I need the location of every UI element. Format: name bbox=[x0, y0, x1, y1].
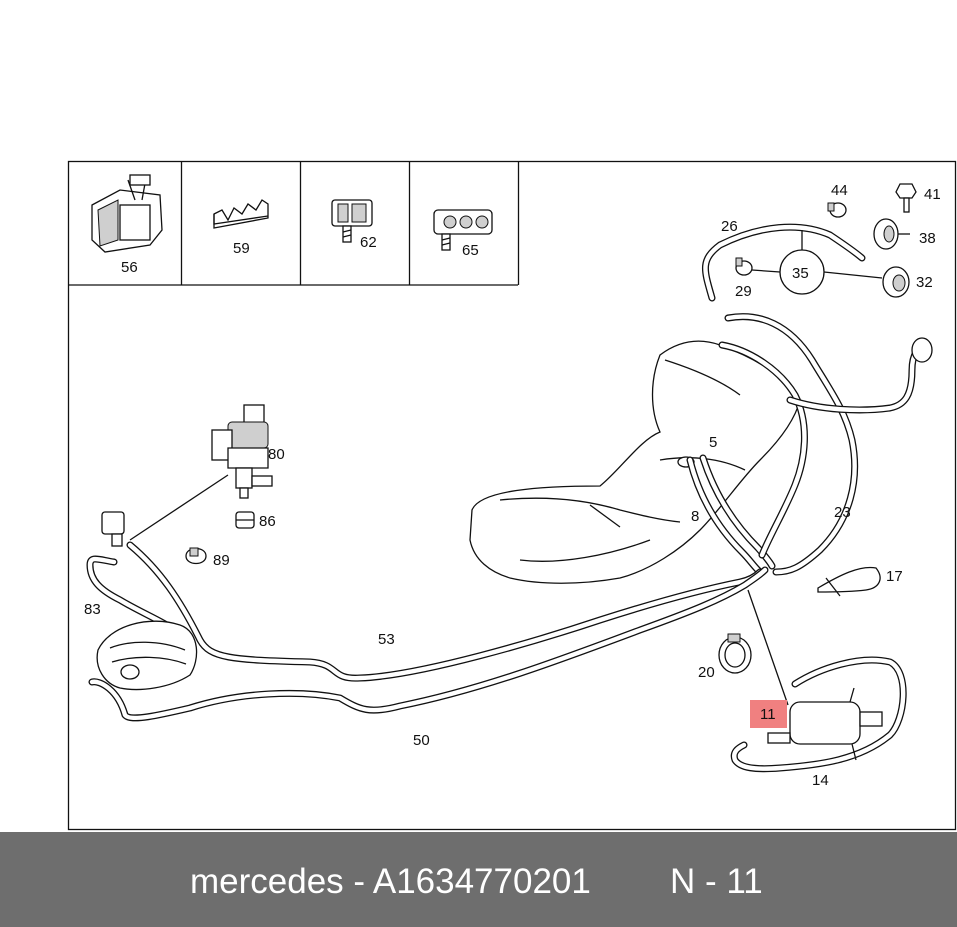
parts-diagram: 56 59 62 65 44 41 26 38 35 29 32 80 86 8… bbox=[67, 160, 957, 831]
fuel-lines-main bbox=[86, 541, 769, 722]
callout-89: 89 bbox=[213, 552, 230, 569]
footer-position: N - 11 bbox=[670, 862, 763, 901]
callout-65: 65 bbox=[462, 242, 479, 259]
callout-62: 62 bbox=[360, 234, 377, 251]
fuel-filter bbox=[730, 589, 907, 773]
callout-53: 53 bbox=[378, 631, 395, 648]
callout-50: 50 bbox=[413, 732, 430, 749]
part-80-valve-icon bbox=[129, 404, 273, 541]
callout-17: 17 bbox=[886, 568, 903, 585]
callout-29: 29 bbox=[735, 283, 752, 300]
callout-41: 41 bbox=[924, 186, 941, 203]
part-17-strap-icon bbox=[817, 566, 881, 597]
callout-23: 23 bbox=[834, 504, 851, 521]
part-65-clip-icon bbox=[433, 209, 493, 251]
part-89-clamp-icon bbox=[185, 547, 207, 565]
callout-86: 86 bbox=[259, 513, 276, 530]
intake-manifold bbox=[96, 620, 198, 691]
fuel-tank bbox=[469, 340, 801, 584]
callout-14: 14 bbox=[812, 772, 829, 789]
part-83-connector-icon bbox=[101, 511, 125, 547]
footer-part-number: mercedes - A1634770201 bbox=[190, 862, 591, 901]
callout-35: 35 bbox=[792, 265, 809, 282]
callout-56: 56 bbox=[121, 259, 138, 276]
footer-bar: mercedes - A1634770201 N - 11 bbox=[0, 832, 957, 927]
callout-labels: 56 59 62 65 44 41 26 38 35 29 32 80 86 8… bbox=[84, 182, 941, 789]
fuel-lines-tank bbox=[686, 313, 933, 576]
diagram-frame bbox=[67, 160, 957, 831]
part-56-connector-icon bbox=[91, 174, 163, 253]
part-62-clip-icon bbox=[331, 199, 373, 243]
callout-11: 11 bbox=[760, 706, 776, 723]
callout-11-highlight bbox=[750, 700, 787, 728]
callout-8: 8 bbox=[691, 508, 699, 525]
callout-44: 44 bbox=[831, 182, 848, 199]
part-86-cap-icon bbox=[235, 511, 255, 529]
callout-38: 38 bbox=[919, 230, 936, 247]
callout-20: 20 bbox=[698, 664, 715, 681]
callout-32: 32 bbox=[916, 274, 933, 291]
callout-83: 83 bbox=[84, 601, 101, 618]
callout-59: 59 bbox=[233, 240, 250, 257]
callout-5: 5 bbox=[709, 434, 717, 451]
part-20-clamp-icon bbox=[718, 633, 752, 674]
evap-hose-group bbox=[701, 183, 917, 302]
inset-panel bbox=[68, 161, 520, 286]
part-59-clip-icon bbox=[213, 199, 269, 229]
callout-80: 80 bbox=[268, 446, 285, 463]
callout-26: 26 bbox=[721, 218, 738, 235]
